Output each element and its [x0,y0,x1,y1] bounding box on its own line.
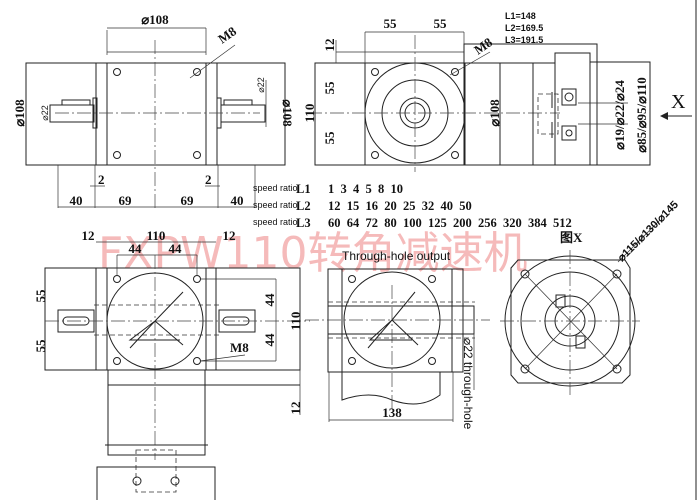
dim-shaft-left: ⌀22 [40,105,50,120]
dim-dia-left: ⌀108 [12,99,27,127]
dim-body-dia: ⌀108 [487,99,502,127]
dim-flange-12: 12 [322,39,337,52]
dim-bottom-2: 69 [119,193,133,208]
dim-half-55-bottom: 55 [322,131,337,145]
speed-ratio-values: 12 15 16 20 25 32 40 50 [328,199,472,213]
dim-top-55-left: 55 [384,16,398,31]
dim-12-bottom: 12 [288,402,303,415]
thread-label-3: M8 [230,340,249,355]
speed-ratio-group: L2 [296,199,311,213]
dim-55-bottom: 55 [33,339,48,353]
top-middle-view [308,31,651,172]
dim-110-side: 110 [288,312,303,331]
dim-12-right: 12 [223,228,236,243]
view-x [500,219,661,395]
dim-44-upper: 44 [262,293,277,307]
dim-gap-right: 2 [205,172,212,187]
dim-height-110: 110 [302,104,317,123]
dim-bottom-1: 40 [70,193,83,208]
speed-ratio-values: 60 64 72 80 100 125 200 256 320 384 512 [328,216,572,230]
dim-flange-dias: ⌀85/⌀95/⌀110 [634,77,649,153]
speed-ratio-label: speed ratio [253,183,298,193]
speed-ratio-group: L1 [296,182,311,196]
dim-through-hole-bore: ⌀22 through-hole [461,338,475,430]
dim-bottom-4: 40 [231,193,244,208]
bottom-left-view [44,241,310,500]
dim-input-bore: ⌀19/⌀22/⌀24 [612,80,627,150]
dim-view-x-dias: ⌀115/⌀130/⌀145 [616,199,681,264]
dim-half-55-top: 55 [322,81,337,95]
dim-dia-top: ⌀108 [141,12,169,27]
view-x-title: 图X [560,230,583,245]
length-l2: L2=169.5 [505,23,543,33]
view-arrow-icon [660,112,692,120]
thread-label: M8 [215,23,239,46]
speed-ratio-label: speed ratio [253,200,298,210]
bottom-middle-view [305,268,490,422]
dim-12-left: 12 [82,228,95,243]
speed-ratio-label: speed ratio [253,217,298,227]
length-l1: L1=148 [505,11,536,21]
dim-110-top: 110 [147,228,166,243]
speed-ratio-values: 1 3 4 5 8 10 [328,182,403,196]
dim-shaft-right: ⌀22 [256,77,266,92]
speed-ratio-table: speed ratio L1 1 3 4 5 8 10 speed ratio … [253,182,572,230]
dim-gap-left: 2 [98,172,105,187]
top-left-view [25,27,286,210]
dim-top-55-right: 55 [434,16,448,31]
dim-bottom-3: 69 [181,193,195,208]
dim-44-right: 44 [169,241,183,256]
thread-label-2: M8 [471,34,495,57]
dim-44-left: 44 [129,241,143,256]
dim-44-lower: 44 [262,333,277,347]
view-x-label: X [671,91,686,113]
dim-dia-right: ⌀108 [280,99,295,127]
dim-55-top: 55 [33,289,48,303]
dim-138: 138 [382,405,402,420]
length-l3: L3=191.5 [505,35,543,45]
through-hole-output-title: Through-hole output [342,249,451,263]
speed-ratio-group: L3 [296,216,311,230]
watermark: FXPW110转角减速机 [98,228,527,279]
